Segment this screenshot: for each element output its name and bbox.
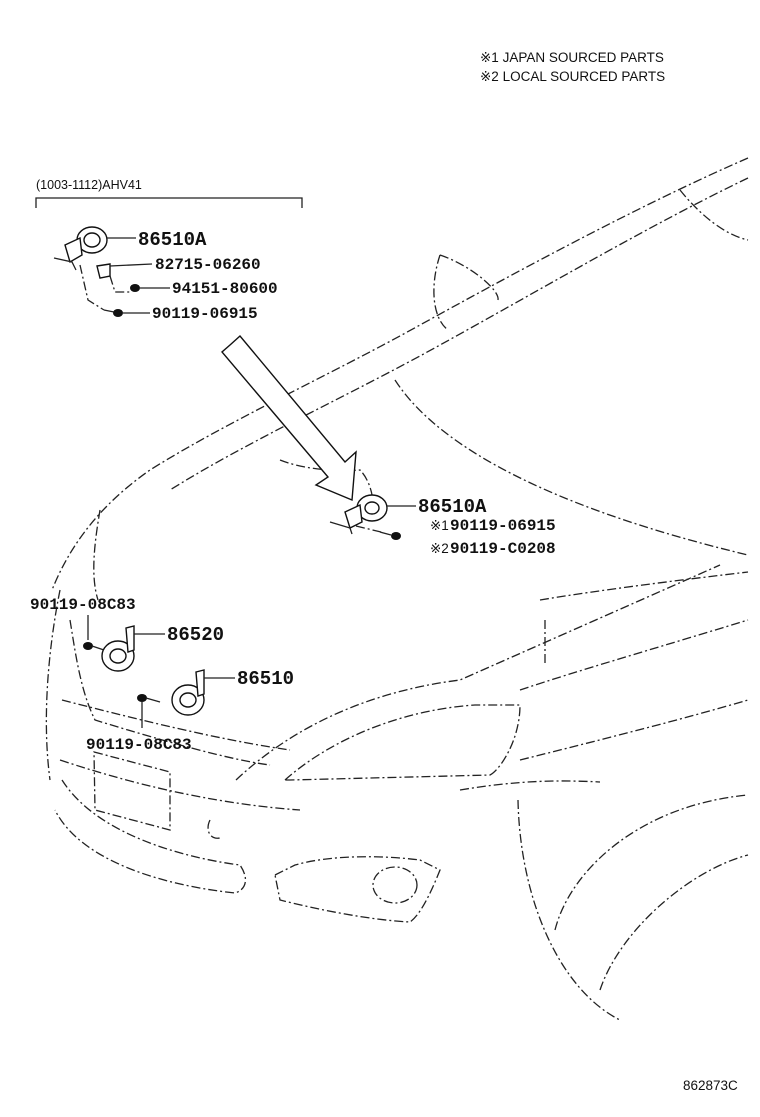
upper-bolt-japan-mark: ※1	[430, 518, 449, 533]
pointer-arrow	[221, 334, 357, 502]
upper-bolt-local-label: 90119-C0208	[450, 540, 556, 558]
upper-bolt-local-mark: ※2	[430, 541, 449, 556]
inset-bracket	[35, 197, 303, 208]
upper-horn-label: 86510A	[418, 496, 487, 518]
note-japan-sourced: ※1 JAPAN SOURCED PARTS	[480, 50, 664, 65]
lower-bolt-bottom-icon	[137, 694, 161, 703]
inset-section: (1003-1112)AHV41 86510A 82715-06260 9415…	[35, 178, 303, 323]
inset-label-86510a: 86510A	[138, 229, 207, 251]
horn-86510-icon	[171, 669, 205, 716]
lower-bolt-top-label: 90119-08C83	[30, 596, 136, 614]
lower-horns-group: 90119-08C83 86520 86510 90119-08C83	[30, 596, 294, 754]
inset-label-82715: 82715-06260	[155, 256, 261, 274]
vehicle-outline	[45, 157, 749, 1021]
lower-bolt-top-icon	[83, 642, 105, 651]
upper-horn-group: 86510A ※1 90119-06915 ※2 90119-C0208	[329, 494, 556, 558]
note-local-sourced: ※2 LOCAL SOURCED PARTS	[480, 69, 665, 84]
inset-range-label: (1003-1112)AHV41	[36, 178, 142, 192]
horn-86520-label: 86520	[167, 624, 224, 646]
lower-bolt-bottom-label: 90119-08C83	[86, 736, 192, 754]
figure-id: 862873C	[683, 1078, 738, 1093]
inset-label-94151: 94151-80600	[172, 280, 278, 298]
inset-bolt-icon	[103, 309, 123, 317]
inset-nut-icon	[130, 284, 140, 292]
horn-86520-icon	[101, 625, 135, 672]
upper-horn-icon	[329, 494, 388, 535]
horn-86510-label: 86510	[237, 668, 294, 690]
inset-horn-icon	[53, 226, 108, 271]
upper-bolt-icon	[379, 531, 401, 540]
inset-label-90119: 90119-06915	[152, 305, 258, 323]
inset-bracket-part-icon	[96, 263, 111, 279]
upper-bolt-japan-label: 90119-06915	[450, 517, 556, 535]
